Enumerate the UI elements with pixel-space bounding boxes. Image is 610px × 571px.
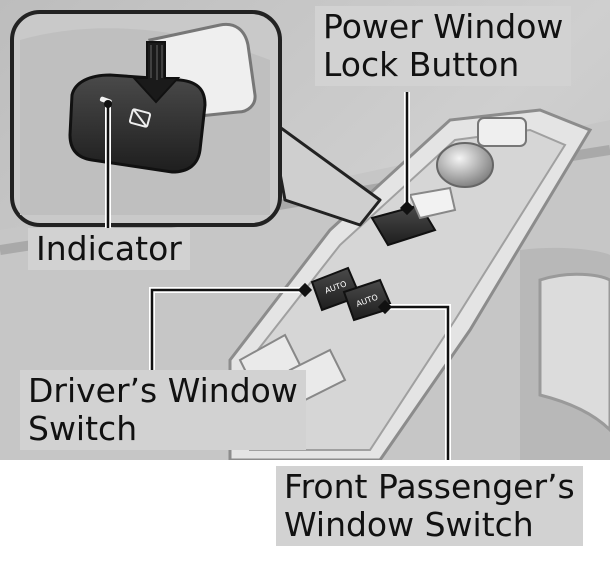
passenger-switch-label-line2: Window Switch bbox=[284, 505, 534, 544]
mirror-control-knob[interactable] bbox=[436, 142, 494, 188]
driver-switch-label-line2: Switch bbox=[28, 409, 138, 448]
callout-markers bbox=[104, 100, 415, 315]
lock-button-label-line2: Lock Button bbox=[323, 45, 520, 84]
mirror-select-switch[interactable] bbox=[477, 117, 527, 147]
passenger-switch-label: Front Passenger’s Window Switch bbox=[276, 466, 583, 546]
lock-button-label: Power Window Lock Button bbox=[315, 6, 572, 86]
lock-button-label-line1: Power Window bbox=[323, 7, 564, 46]
indicator-label-text: Indicator bbox=[36, 229, 182, 268]
passenger-window-switch[interactable]: AUTO bbox=[342, 278, 394, 322]
driver-switch-label-line1: Driver’s Window bbox=[28, 371, 298, 410]
door-handle bbox=[538, 272, 610, 433]
indicator-label: Indicator bbox=[28, 228, 190, 270]
inset-lock-button[interactable] bbox=[68, 73, 207, 174]
passenger-switch-label-line1: Front Passenger’s bbox=[284, 467, 575, 506]
press-down-arrow-icon bbox=[131, 41, 181, 104]
driver-switch-label: Driver’s Window Switch bbox=[20, 370, 306, 450]
callout-lines bbox=[105, 92, 451, 462]
panel-lock-button-housing bbox=[408, 186, 457, 220]
inset-content bbox=[20, 22, 270, 215]
lock-symbol-icon bbox=[128, 108, 152, 128]
